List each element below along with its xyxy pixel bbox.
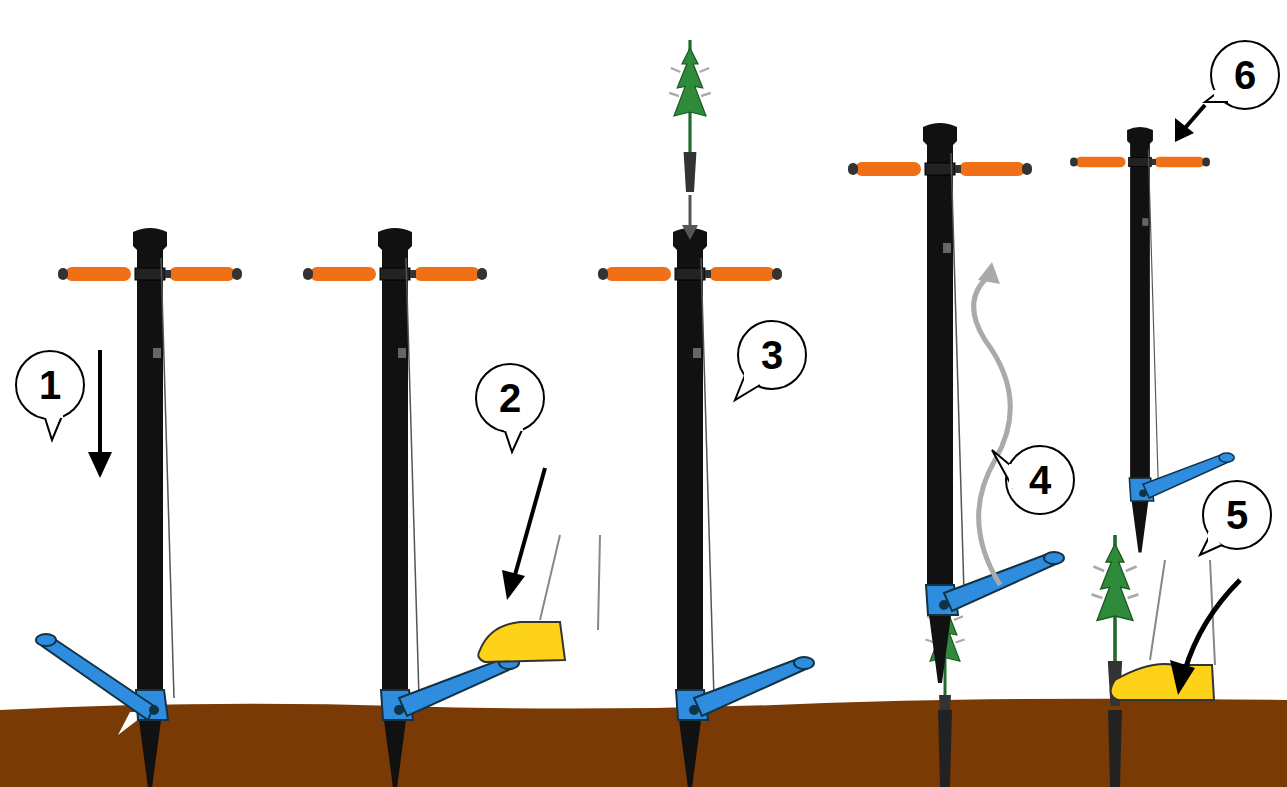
callout-number: 3 xyxy=(742,335,802,375)
callout-number: 2 xyxy=(480,378,540,418)
callout-number: 6 xyxy=(1215,55,1275,95)
callout-number: 1 xyxy=(20,365,80,405)
callout-number: 4 xyxy=(1010,460,1070,500)
callout-number: 5 xyxy=(1207,495,1267,535)
